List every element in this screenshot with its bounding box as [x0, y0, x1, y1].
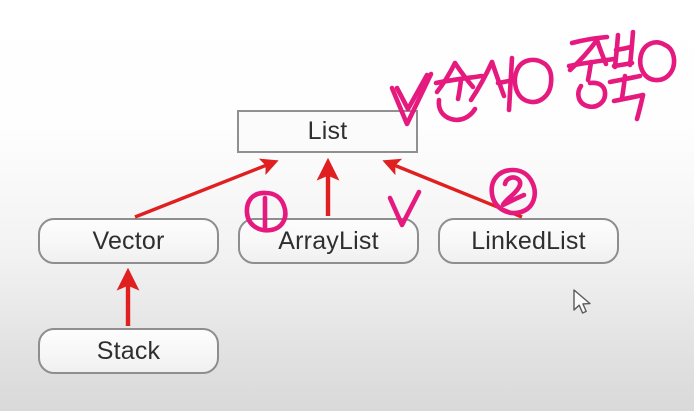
- handwriting-duplicate-syllable-2: [607, 29, 646, 122]
- handwriting-order-syllable: [433, 60, 485, 123]
- handwriting-duplicate-circle: [637, 40, 677, 83]
- arrow-vector-to-list: [134, 158, 279, 219]
- handwriting-order-circle: [512, 57, 554, 105]
- handwriting-order-syllable-2: [468, 55, 516, 113]
- marker-one-circle: [244, 190, 288, 233]
- checkmark-list-icon: [389, 71, 434, 127]
- checkmark-order-icon: [394, 72, 430, 112]
- mouse-cursor-icon: [573, 289, 591, 314]
- handwriting-duplicate-syllable: [566, 34, 617, 109]
- marker-two-circle: [489, 167, 537, 216]
- checkmark-arraylist-icon: [387, 189, 422, 228]
